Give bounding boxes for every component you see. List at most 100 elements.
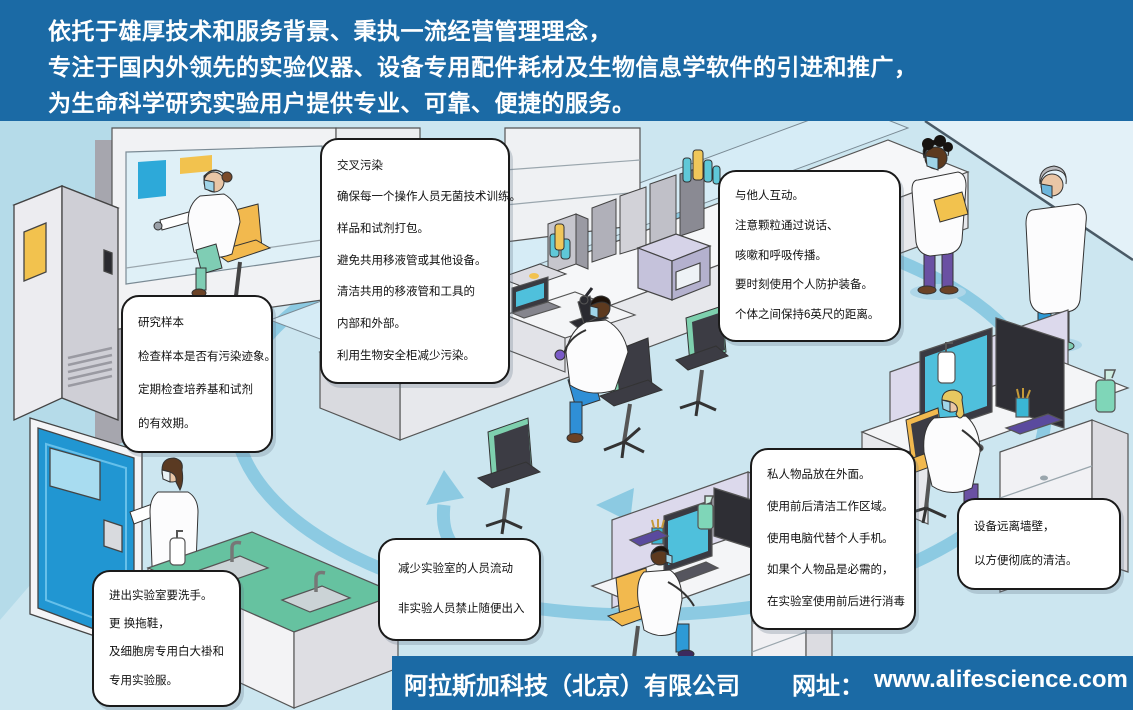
flow-arrow-icon [596,488,634,522]
face-mask-icon [161,469,171,483]
callout-line: 使用前后清洁工作区域。 [767,501,894,514]
callout-line: 检查样本是否有污染迹象。 [138,350,276,363]
callout-cross-contamination: 交叉污染 确保每一个操作人员无菌技术训练。 样品和试剂打包。 避免共用移液管或其… [320,138,521,384]
callout-personal-items: 私人物品放在外面。 使用前后清洁工作区域。 使用电脑代替个人手机。 如果个人物品… [750,448,916,630]
callout-line: 注意颗粒通过说话、 [735,220,839,233]
microscope-icon [568,287,610,329]
chair-seat [598,379,664,407]
freezer-vents [67,346,113,388]
chair-seat [212,239,272,263]
scientist-at-hood [153,169,272,309]
callout-line: 专用实验服。 [109,674,178,687]
lab-coat [565,319,629,394]
lab-coat [637,569,683,636]
callout-line: 避免共用移液管或其他设备。 [337,254,487,267]
shoe [917,285,937,295]
lab-freezer [12,185,120,422]
callout-research-samples: 研究样本 检查样本是否有污染迹象。 定期检查培养基和试剂 的有效期。 [121,295,276,453]
arm [667,581,695,607]
callout-line: 以方便彻底的清洁。 [974,554,1078,567]
callout-interact-with-others: 与他人互动。 注意颗粒通过说话、 咳嗽和呼吸传播。 要时刻使用个人防护装备。 个… [718,170,901,342]
callout-line: 减少实验室的人员流动 [398,563,513,576]
sanitizer-bottle [937,342,956,384]
scientist-at-cubicle [606,545,695,668]
pen-cup [1015,397,1030,418]
pants [675,623,690,653]
callout-line: 的有效期。 [138,417,196,430]
face-mask-icon [589,305,599,319]
sink-basin [280,585,352,613]
green-chair [476,417,542,535]
spray-bottle [697,495,715,530]
lab-coat [1025,203,1087,315]
hair [941,389,965,419]
face-mask-icon [1040,183,1053,199]
hair [589,295,611,308]
banner-line: 为生命科学研究实验用户提供专业、可靠、便捷的服务。 [48,90,636,116]
hair [1039,165,1067,185]
soap-bottle [169,537,186,566]
callout-line: 清洁共用的移液管和工具的 [337,286,475,299]
scientist-with-folder [910,135,969,300]
door-access-panel [103,519,123,553]
faucet-icon [314,570,326,592]
callout-wash-hands: 进出实验室要洗手。 更 换拖鞋， 及细胞房专用白大褂和 专用实验服。 [92,570,241,707]
callout-line: 非实验人员禁止随便出入 [398,602,525,615]
callout-line: 更 换拖鞋， [109,618,170,631]
callout-line: 交叉污染 [337,159,383,172]
flow-arrow-icon [426,470,464,505]
callout-line: 咳嗽和呼吸传播。 [735,249,827,262]
callout-line: 研究样本 [138,317,184,330]
callout-line: 使用电脑代替个人手机。 [767,532,894,545]
tablet [628,529,670,547]
website-url: www.alifescience.com [874,665,1128,693]
door-window [49,447,101,501]
callout-reduce-traffic: 减少实验室的人员流动 非实验人员禁止随便出入 [378,538,541,641]
laptop-base [510,301,562,319]
hair-bun [221,171,233,183]
callout-line: 设备远离墙壁， [974,520,1055,533]
face-mask-icon [925,155,939,171]
scientist-at-microscope [554,295,664,459]
shoe [566,433,584,443]
callout-line: 进出实验室要洗手。 [109,589,213,602]
glove [554,349,566,361]
monitor-back [995,317,1065,429]
face-mask-icon [941,399,951,413]
callout-line: 样品和试剂打包。 [337,222,429,235]
website-label: 网址： [792,672,864,700]
callout-line: 与他人互动。 [735,190,804,203]
arm [961,429,983,451]
freezer-handle [103,249,113,275]
arm [563,329,587,355]
faucet-icon [230,540,242,562]
callout-equipment-away-from-walls: 设备远离墙壁， 以方便彻底的清洁。 [957,498,1121,590]
reagent-bottles [549,149,721,260]
banner-line: 专注于国内外领先的实验仪器、设备专用配件耗材及生物信息学软件的引进和推广， [48,54,918,80]
scrub-pants [195,243,223,275]
callout-line: 确保每一个操作人员无菌技术训练。 [337,191,521,204]
bench-equipment [498,165,705,289]
header-banner: 依托于雄厚技术和服务背景、秉执一流经营管理理念， 专注于国内外领先的实验仪器、设… [0,0,1133,121]
callout-line: 及细胞房专用白大褂和 [109,646,224,659]
callout-line: 内部和外部。 [337,318,406,331]
spray-bottle [1095,369,1117,413]
callout-line: 定期检查培养基和试剂 [138,384,253,397]
lab-coat [923,415,981,493]
face-mask-icon [665,553,673,565]
callout-line: 如果个人物品是必需的， [767,564,894,577]
footer-bar: 阿拉斯加科技（北京）有限公司 网址： www.alifescience.com [392,656,1133,710]
face-mask-icon [203,179,215,193]
callout-line: 要时刻使用个人防护装备。 [735,279,873,292]
callout-line: 利用生物安全柜减少污染。 [337,349,475,362]
callout-line: 个体之间保持6英尺的距离。 [735,308,880,321]
hair [161,457,184,492]
callout-line: 在实验室使用前后进行消毒 [767,595,905,608]
folder [933,191,969,223]
glove [153,221,163,231]
notebook [1004,413,1064,435]
banner-line: 依托于雄厚技术和服务背景、秉执一流经营管理理念， [48,18,612,44]
centrifuge [636,233,712,301]
freezer-label [23,222,47,282]
